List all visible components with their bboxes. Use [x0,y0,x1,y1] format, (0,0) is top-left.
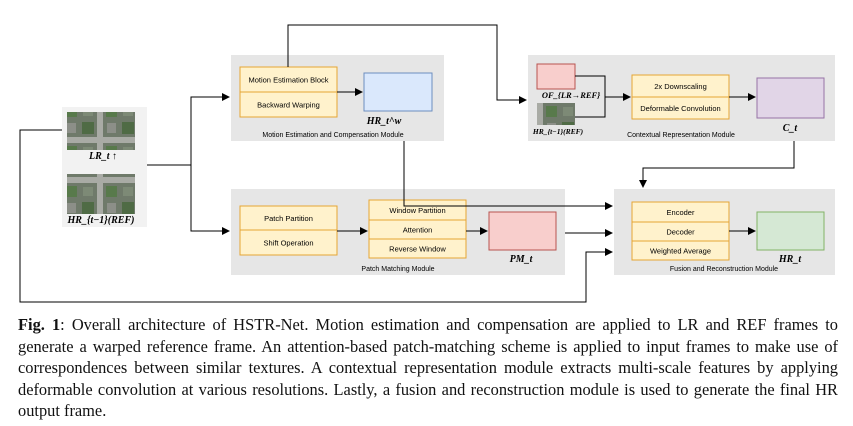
patch-match-output [488,211,557,251]
context-output-label: C_t [783,123,799,134]
deformable-conv-block [631,96,730,120]
patch-partition-block [239,205,338,231]
downscaling-block-label: 2x Downscaling [654,82,707,91]
caption-text: : Overall architecture of HSTR-Net. Moti… [18,315,838,421]
context-module-title: Contextual Representation Module [627,132,735,139]
connector-lr-skip [19,129,613,303]
context-hr-ref-label: HR_{t−1}(REF) [532,127,584,136]
connector-context-to-fusion [639,141,795,188]
backward-warping-block-label: Backward Warping [257,101,320,110]
window-partition-block-label: Window Partition [389,206,445,215]
weighted-average-block-label: Weighted Average [650,247,711,256]
weighted-average-block [631,240,730,261]
figure-caption: Fig. 1: Overall architecture of HSTR-Net… [18,314,838,422]
connector-of-merge [575,75,606,97]
patch-match-output-label: PM_t [510,254,534,265]
final-output-label: HR_t [778,254,802,265]
connector-input-branch [147,93,230,166]
warped-frame-output [363,72,433,112]
optical-flow-label: OF_{LR→REF} [542,90,600,100]
caption-prefix: Fig. 1 [18,315,61,334]
motion-estimation-block-label: Motion Estimation Block [248,76,328,85]
architecture-diagram: LR_t ↑ HR_{t−1}(REF) Motion Estimation B… [19,24,835,303]
patch-module-title: Patch Matching Module [361,266,434,273]
decoder-block-label: Decoder [666,228,695,237]
lr-frame-label: LR_t ↑ [88,151,117,162]
motion-estimation-block [239,66,338,93]
connector-ref-merge [575,97,606,118]
patch-partition-block-label: Patch Partition [264,214,313,223]
connector-input-to-patch [190,165,230,235]
context-output [756,77,825,119]
reverse-window-block [368,238,467,259]
motion-module-title: Motion Estimation and Compensation Modul… [262,132,403,139]
fusion-module-title: Fusion and Reconstruction Module [670,266,778,273]
optical-flow-image [536,63,576,90]
hr-ref-frame-image [67,174,135,214]
lr-frame-image [67,112,135,150]
warped-frame-label: HR_t^w [366,116,402,127]
backward-warping-block [239,91,338,118]
connectors [19,24,795,303]
reverse-window-block-label: Reverse Window [389,245,446,254]
hr-ref-frame-label: HR_{t−1}(REF) [67,215,135,226]
context-hr-ref-image [537,103,575,125]
shift-operation-block [239,229,338,256]
shift-operation-block-label: Shift Operation [263,239,313,248]
connector-warped-to-fusion [403,141,613,210]
encoder-block-label: Encoder [667,208,695,217]
connector-motion-to-context [287,24,527,104]
final-output [756,211,825,251]
deformable-conv-block-label: Deformable Convolution [640,104,720,113]
attention-block-label: Attention [403,226,433,235]
